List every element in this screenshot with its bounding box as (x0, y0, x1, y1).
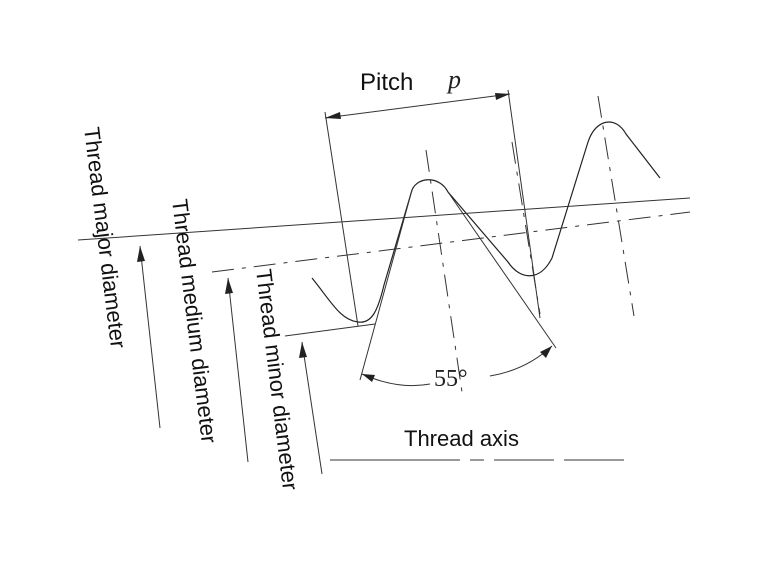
pitch-dimension-line (324, 93, 511, 119)
medium-diameter-dimension (227, 277, 249, 463)
flank-line-left (359, 189, 413, 381)
thread-profile (311, 121, 661, 323)
minor-diameter-dimension (301, 341, 323, 475)
thread-axis-label: Thread axis (404, 426, 519, 451)
pitch-arrow-right (495, 93, 510, 100)
medium-arrow (225, 278, 233, 294)
minor-diameter-line (284, 323, 376, 337)
major-diameter-line (77, 197, 691, 241)
pitch-symbol: p (446, 65, 461, 94)
minor-arrow (299, 342, 307, 358)
crest-centerline-2 (597, 95, 635, 317)
major-diameter-dimension (139, 245, 161, 429)
major-diameter-label: Thread major diameter (79, 126, 131, 350)
angle-arrow-right (540, 346, 552, 358)
minor-diameter-label: Thread minor diameter (251, 268, 303, 492)
medium-diameter-label: Thread medium diameter (167, 198, 222, 445)
pitch-extension-left (324, 111, 359, 327)
angle-arc-right (489, 345, 553, 377)
major-arrow (137, 246, 145, 262)
pitch-arrow-left (325, 112, 341, 119)
medium-diameter-line (211, 211, 691, 273)
pitch-label: Pitch (360, 69, 413, 96)
angle-arrow-left (362, 374, 375, 382)
root-centerline (511, 141, 541, 315)
angle-label: 55° (434, 366, 468, 392)
flank-line-right (447, 191, 557, 349)
